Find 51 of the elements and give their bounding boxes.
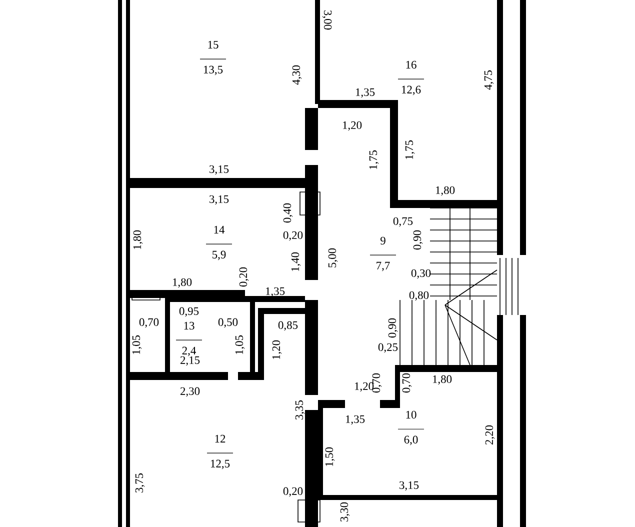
dimension-label: 0,90 [413, 230, 423, 250]
dimension-label: 0,90 [388, 318, 398, 338]
dimension-label: 2,20 [485, 425, 495, 445]
dimension-label: 3,00 [322, 10, 332, 30]
dimension-label: 1,80 [432, 375, 452, 385]
room-label: 14 5,9 [206, 226, 232, 260]
dimension-label: 1,80 [133, 230, 143, 250]
dimension-label: 1,35 [356, 88, 375, 98]
dimension-label: 0,85 [278, 321, 298, 331]
room-label: 10 6,0 [398, 410, 424, 446]
room-label: 9 7,7 [370, 236, 396, 272]
dimension-label: 5,00 [328, 248, 338, 268]
room-label: 15 13,5 [200, 40, 226, 76]
room-label: 13 2,4 [176, 322, 202, 356]
dimension-label: 1,05 [235, 335, 245, 354]
dimension-label: 3,15 [210, 165, 229, 175]
dimension-label: 3,15 [210, 195, 229, 205]
dimension-label: 1,80 [172, 278, 192, 288]
dimension-label: 3,75 [135, 473, 145, 492]
dimension-label: 1,05 [132, 335, 142, 354]
dimension-label: 4,75 [484, 70, 494, 90]
dimension-label: 3,15 [400, 481, 419, 491]
dimension-label: 0,75 [393, 217, 413, 227]
dimension-label: 3,35 [295, 400, 305, 420]
dimension-label: 0,30 [411, 269, 431, 279]
room-label: 12 12,5 [206, 434, 234, 470]
room-label: 16 12,6 [398, 60, 424, 96]
dimension-label: 0,20 [283, 487, 303, 497]
dimension-label: 0,70 [139, 318, 159, 328]
dimension-label: 0,70 [372, 373, 382, 393]
dimension-label: 1,20 [272, 340, 282, 360]
dimension-label: 0,80 [409, 291, 429, 301]
dimension-label: 0,25 [378, 343, 398, 353]
dimension-label: 1,75 [369, 150, 379, 170]
dimension-label: 1,20 [354, 382, 374, 392]
dimension-label: 0,70 [402, 373, 412, 393]
dimension-label: 4,30 [292, 65, 302, 85]
dimension-label: 1,35 [346, 415, 365, 425]
dimension-label: 0,40 [283, 203, 293, 223]
dimension-label: 0,20 [239, 267, 249, 287]
dimension-label: 0,20 [283, 231, 303, 241]
dimension-label: 1,40 [291, 252, 301, 272]
dimension-label: 2,30 [180, 387, 200, 397]
dimension-label: 1,35 [266, 287, 285, 297]
dimension-label: 1,20 [342, 121, 362, 131]
dimension-label: 3,30 [340, 502, 350, 522]
dimension-label: 1,80 [436, 186, 455, 196]
dimension-label: 0,50 [218, 318, 238, 328]
dimension-label: 1,75 [405, 140, 415, 160]
dimension-label: 1,50 [325, 447, 335, 466]
dimension-label: 2,15 [180, 356, 200, 366]
